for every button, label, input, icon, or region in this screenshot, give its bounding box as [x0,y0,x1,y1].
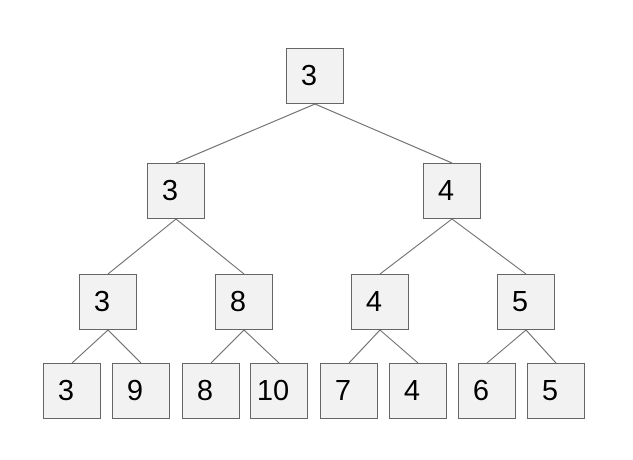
tree-node-root[interactable]: 3 [286,48,344,104]
tree-edge [175,103,316,164]
tree-edge [451,218,527,275]
node-value: 8 [196,374,214,407]
tree-node-leaf-1[interactable]: 9 [112,363,170,419]
node-value: 10 [256,374,290,407]
tree-node-l3-0[interactable]: 3 [79,274,137,330]
tree-edge [379,218,453,275]
node-value: 3 [161,174,179,207]
node-value: 4 [437,174,455,207]
node-value: 4 [365,285,383,318]
tree-node-leaf-5[interactable]: 4 [389,363,447,419]
tree-edge [348,329,381,364]
tree-node-leaf-2[interactable]: 8 [182,363,240,419]
tree-edge [314,103,453,164]
node-value: 8 [229,285,247,318]
node-value: 5 [541,374,559,407]
tree-node-leaf-7[interactable]: 5 [527,363,585,419]
tree-node-l2-0[interactable]: 3 [147,163,205,219]
tree-node-leaf-6[interactable]: 6 [458,363,516,419]
tree-edge [210,329,245,364]
tree-node-l3-1[interactable]: 8 [215,274,273,330]
tree-node-l3-3[interactable]: 5 [497,274,555,330]
tree-edge [379,329,419,364]
tree-edge [71,329,109,364]
node-value: 4 [403,374,421,407]
node-value: 3 [300,59,318,92]
tree-node-leaf-4[interactable]: 7 [320,363,378,419]
tree-node-l3-2[interactable]: 4 [351,274,409,330]
tree-node-leaf-0[interactable]: 3 [43,363,101,419]
node-value: 6 [472,374,490,407]
tree-edge [243,329,280,364]
tree-edge [525,329,557,364]
tree-edge [107,218,177,275]
tree-node-l2-1[interactable]: 4 [423,163,481,219]
tree-edge [107,329,142,364]
node-value: 7 [334,374,352,407]
tree-node-leaf-3[interactable]: 10 [250,363,308,419]
node-value: 5 [511,285,529,318]
node-value: 9 [126,374,144,407]
node-value: 3 [57,374,75,407]
tree-edge [486,329,527,364]
tree-edge [175,218,245,275]
node-value: 3 [93,285,111,318]
